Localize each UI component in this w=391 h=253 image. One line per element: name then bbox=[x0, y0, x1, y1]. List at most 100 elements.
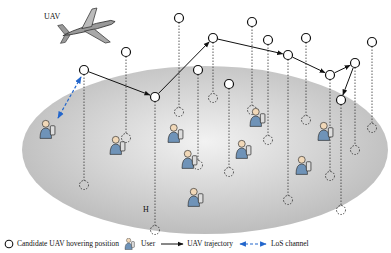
ground-projection bbox=[264, 136, 273, 145]
vertical-dashed-line bbox=[288, 60, 289, 196]
vertical-dashed-line bbox=[229, 89, 230, 168]
height-label: H bbox=[143, 206, 149, 214]
projection bbox=[80, 75, 89, 190]
user-body bbox=[168, 132, 180, 142]
legend-item: LoS channel bbox=[238, 238, 309, 250]
user-body bbox=[188, 196, 200, 206]
user-body bbox=[296, 164, 308, 174]
user-icon bbox=[250, 108, 265, 126]
user-icon bbox=[182, 150, 197, 168]
user-head bbox=[112, 136, 119, 143]
legend-sample bbox=[4, 238, 14, 250]
hover-position bbox=[284, 51, 293, 60]
projection bbox=[122, 57, 131, 143]
hover-position bbox=[175, 14, 184, 23]
projection bbox=[225, 89, 234, 177]
ground-projection bbox=[151, 226, 160, 235]
projection bbox=[368, 47, 377, 133]
projection bbox=[302, 43, 311, 125]
user-icon bbox=[296, 156, 311, 174]
vertical-dashed-line bbox=[84, 75, 85, 181]
vertical-dashed-line bbox=[213, 43, 214, 94]
hover-position bbox=[194, 66, 203, 75]
user-body bbox=[250, 116, 262, 126]
vertical-dashed-line bbox=[252, 27, 253, 106]
vertical-dashed-line bbox=[355, 68, 356, 146]
user-phone bbox=[120, 142, 125, 151]
vertical-dashed-line bbox=[179, 23, 180, 108]
trajectory-arrow bbox=[293, 57, 326, 72]
uav-tail bbox=[58, 23, 70, 35]
los-channel bbox=[58, 77, 81, 118]
user-phone bbox=[178, 130, 183, 139]
ground-projection bbox=[175, 108, 184, 117]
los-sample bbox=[240, 243, 266, 244]
legend-sample bbox=[160, 238, 184, 250]
user-phone bbox=[246, 146, 251, 155]
projection-lines bbox=[80, 23, 377, 235]
legend-item: Candidate UAV hovering position bbox=[4, 238, 119, 250]
legend-text: User bbox=[141, 240, 155, 248]
user-phone bbox=[260, 114, 265, 123]
uav-wing bbox=[78, 8, 100, 29]
user-icon bbox=[110, 136, 125, 154]
user-head bbox=[184, 150, 191, 157]
ground-projection bbox=[225, 168, 234, 177]
user-head bbox=[42, 120, 49, 127]
projection bbox=[351, 68, 360, 155]
legend-text: Candidate UAV hovering position bbox=[17, 240, 119, 248]
user-head bbox=[170, 124, 177, 131]
projection bbox=[284, 60, 293, 205]
uav-tail bbox=[59, 34, 71, 43]
ground-projection bbox=[302, 116, 311, 125]
vertical-dashed-line bbox=[341, 105, 342, 206]
user-icon bbox=[318, 122, 333, 140]
ground-projection bbox=[337, 206, 346, 215]
user-phone bbox=[131, 242, 134, 248]
user-head bbox=[238, 140, 245, 147]
legend-text: UAV trajectory bbox=[187, 240, 233, 248]
hover-positions bbox=[80, 14, 377, 105]
ground-projection bbox=[326, 172, 335, 181]
vertical-dashed-line bbox=[268, 45, 269, 136]
hover-position bbox=[225, 80, 234, 89]
projection bbox=[151, 102, 160, 235]
hover-position bbox=[264, 36, 273, 45]
projection bbox=[248, 27, 257, 115]
trajectory-arrow bbox=[89, 72, 150, 95]
hover-position bbox=[151, 93, 160, 102]
user-phone bbox=[198, 194, 203, 203]
ground-projection bbox=[80, 181, 89, 190]
user-phone bbox=[192, 156, 197, 165]
ground-projection bbox=[351, 146, 360, 155]
user-phone bbox=[50, 126, 55, 135]
legend-item: UAV trajectory bbox=[160, 238, 233, 250]
user-icon bbox=[168, 124, 183, 142]
vertical-dashed-line bbox=[372, 47, 373, 124]
user-phone bbox=[306, 162, 311, 171]
projection bbox=[264, 45, 273, 145]
uav-wing bbox=[84, 26, 110, 46]
user-head bbox=[126, 238, 130, 242]
projection bbox=[337, 105, 346, 215]
trajectory-sample bbox=[161, 244, 183, 245]
trajectory-arrow bbox=[159, 42, 210, 94]
trajectory-arrow bbox=[343, 68, 353, 95]
user-body bbox=[236, 148, 248, 158]
hover-position bbox=[122, 48, 131, 57]
hover-position bbox=[248, 18, 257, 27]
ground-projection bbox=[209, 94, 218, 103]
vertical-dashed-line bbox=[306, 43, 307, 116]
user-head bbox=[190, 188, 197, 195]
hover-position bbox=[326, 71, 335, 80]
projection bbox=[326, 80, 335, 181]
ground-projection bbox=[284, 196, 293, 205]
legend-sample bbox=[124, 238, 138, 250]
legend-sample bbox=[238, 238, 268, 250]
hover-sample bbox=[5, 240, 13, 248]
vertical-dashed-line bbox=[155, 102, 156, 226]
hover-position bbox=[337, 96, 346, 105]
user-body bbox=[318, 130, 330, 140]
